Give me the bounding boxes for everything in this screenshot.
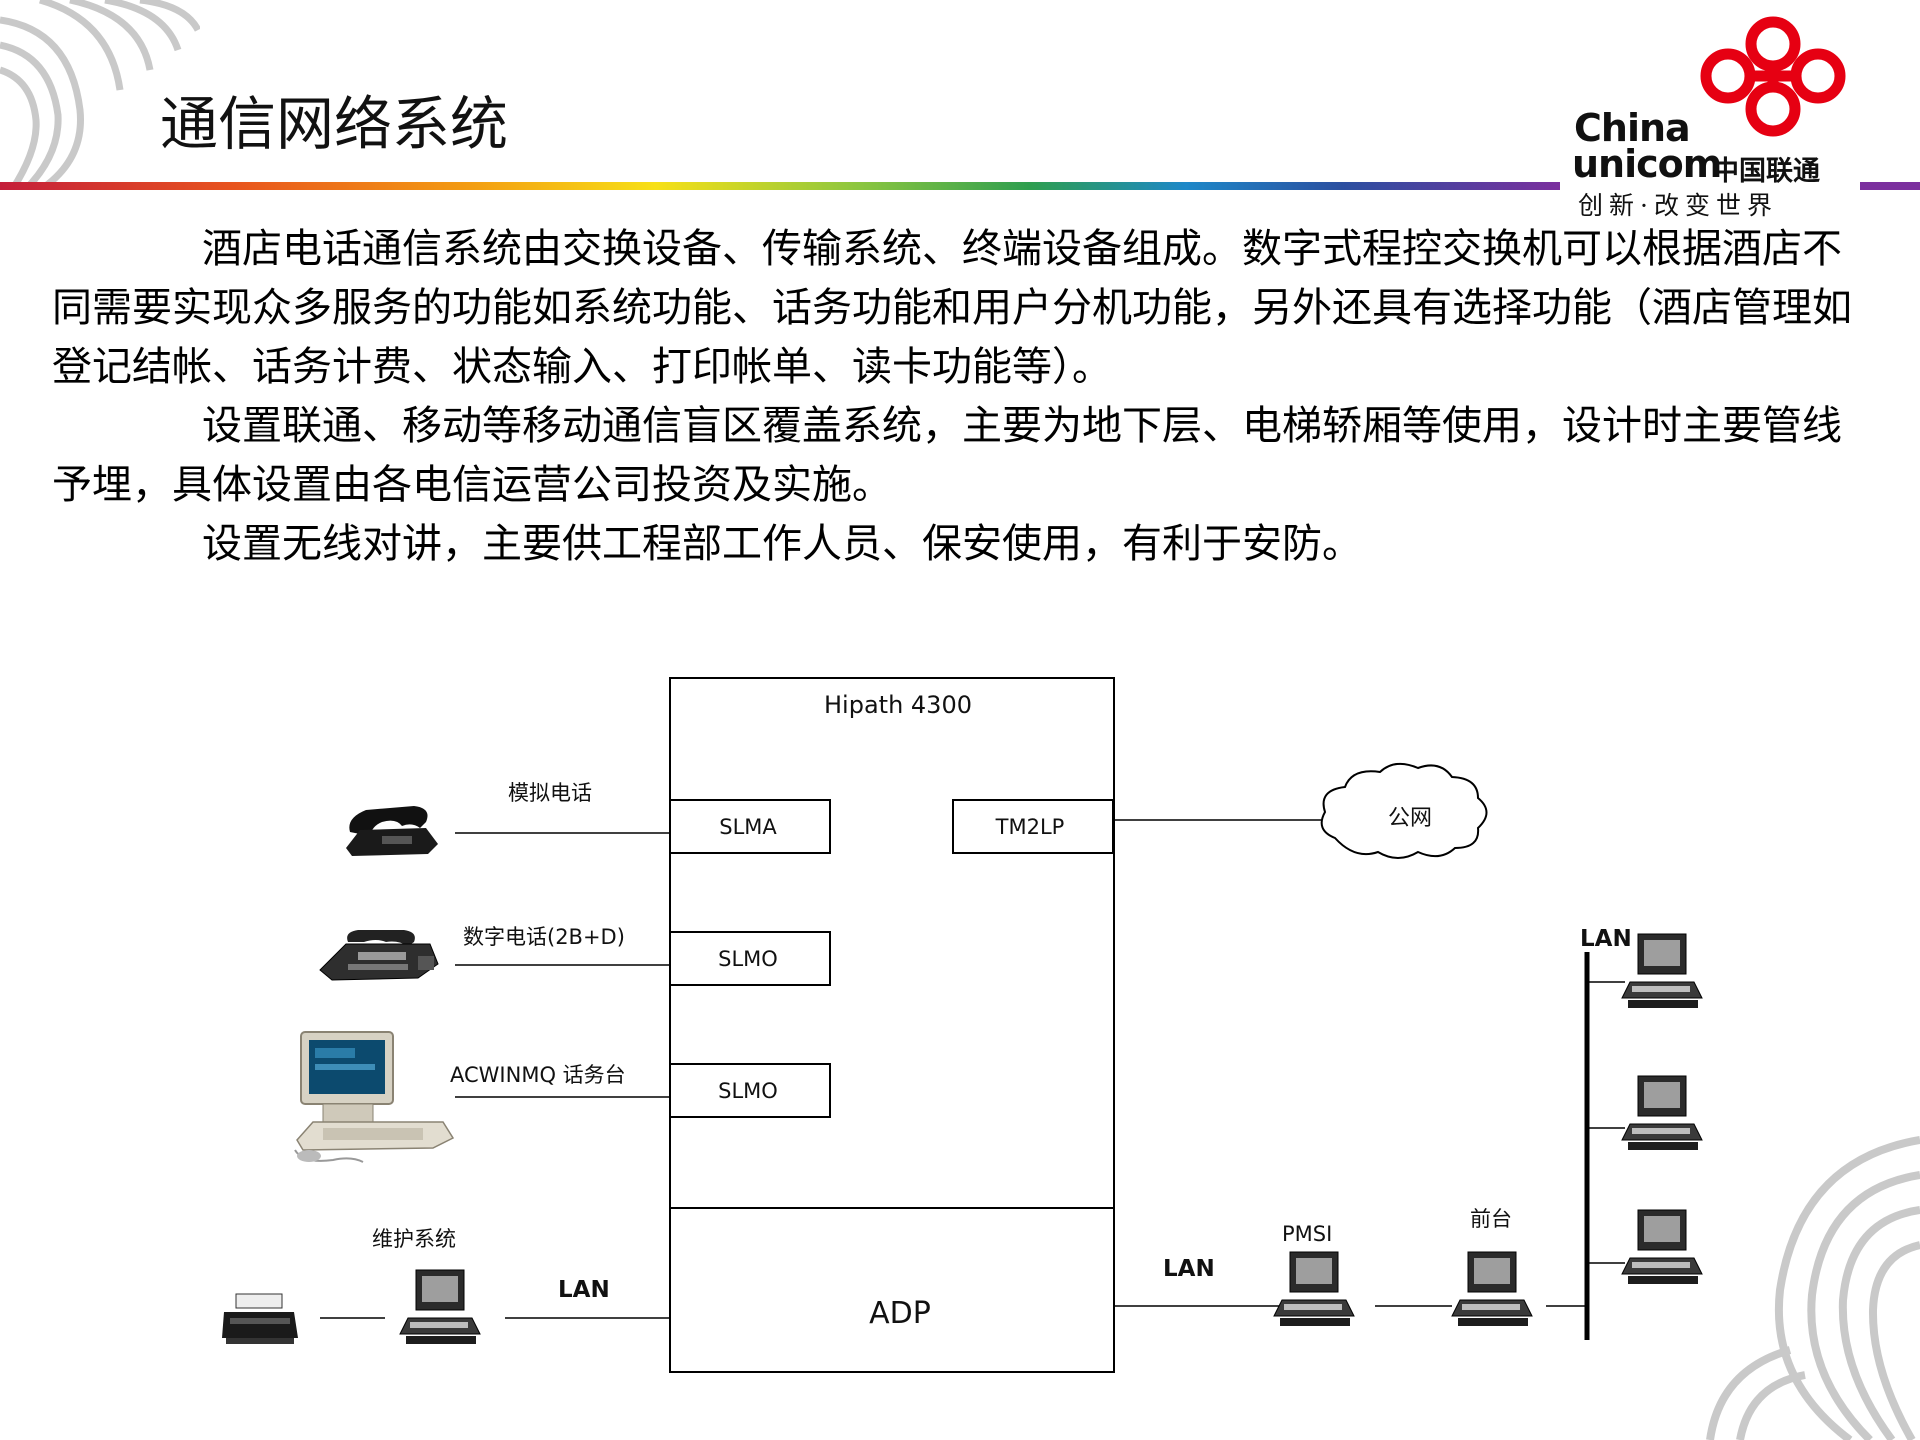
lan-label-left: LAN: [558, 1277, 610, 1303]
slmo-label-2: SLMO: [718, 1079, 778, 1103]
logo-chinese-name: 中国联通: [1712, 156, 1820, 187]
console-computer-icon: [294, 1031, 455, 1163]
lan-label-mid: LAN: [1163, 1256, 1215, 1282]
corner-decoration-top-left: [0, 0, 200, 190]
lan-label-right: LAN: [1580, 926, 1632, 952]
public-net-label: 公网: [1388, 806, 1432, 831]
slmo-module-2: [669, 1063, 831, 1118]
pmsi-computer-icon: [1273, 1251, 1355, 1327]
console-label: ACWINMQ 话务台: [450, 1063, 626, 1087]
front-desk-computer-icon: [1451, 1251, 1533, 1327]
logo-slogan: 创新·改变世界: [1578, 191, 1778, 220]
logo-unicom-text: unicom: [1572, 142, 1722, 186]
paragraph-1: 酒店电话通信系统由交换设备、传输系统、终端设备组成。数字式程控交换机可以根据酒店…: [52, 226, 1852, 390]
digital-phone-icon: [319, 930, 439, 981]
printer-icon: [222, 1293, 298, 1344]
cloud-icon: [1320, 762, 1488, 859]
network-diagram: Hipath 4300 ADP SLMA SLMO SLMO TM2LP 模拟电…: [222, 677, 1703, 1373]
slmo-label-1: SLMO: [718, 947, 778, 971]
paragraph-3: 设置无线对讲，主要供工程部工作人员、保安使用，有利于安防。: [202, 521, 1362, 567]
digital-phone-label: 数字电话(2B+D): [463, 925, 625, 949]
rainbow-divider: [0, 182, 1920, 190]
adp-label: ADP: [869, 1296, 931, 1331]
corner-decoration-bottom-right: [1706, 1136, 1920, 1440]
analog-phone-icon: [346, 806, 438, 856]
slma-label: SLMA: [719, 815, 777, 839]
paragraph-2: 设置联通、移动等移动通信盲区覆盖系统，主要为地下层、电梯轿厢等使用，设计时主要管…: [52, 403, 1842, 508]
hipath-box: [669, 677, 1115, 1373]
pmsi-label: PMSI: [1282, 1222, 1332, 1246]
tm2lp-label: TM2LP: [995, 815, 1065, 839]
lan-computer-icon-3: [1621, 1209, 1703, 1285]
lan-computer-icon-1: [1621, 933, 1703, 1009]
unicom-knot-icon: [1700, 16, 1846, 137]
hipath-label: Hipath 4300: [824, 691, 972, 719]
slide-title: 通信网络系统: [160, 90, 509, 158]
body-text: 酒店电话通信系统由交换设备、传输系统、终端设备组成。数字式程控交换机可以根据酒店…: [52, 220, 1862, 574]
maintenance-computer-icon: [399, 1269, 481, 1345]
maintenance-label: 维护系统: [372, 1227, 456, 1251]
lan-computer-icon-2: [1621, 1075, 1703, 1151]
logo-china-text: China: [1574, 106, 1691, 150]
front-desk-label: 前台: [1470, 1207, 1512, 1231]
slmo-module-1: [669, 931, 831, 986]
tm2lp-module: [952, 799, 1114, 854]
analog-phone-label: 模拟电话: [508, 781, 592, 805]
china-unicom-logo: China unicom 中国联通 创新·改变世界: [1570, 14, 1870, 224]
slma-module: [669, 799, 831, 854]
